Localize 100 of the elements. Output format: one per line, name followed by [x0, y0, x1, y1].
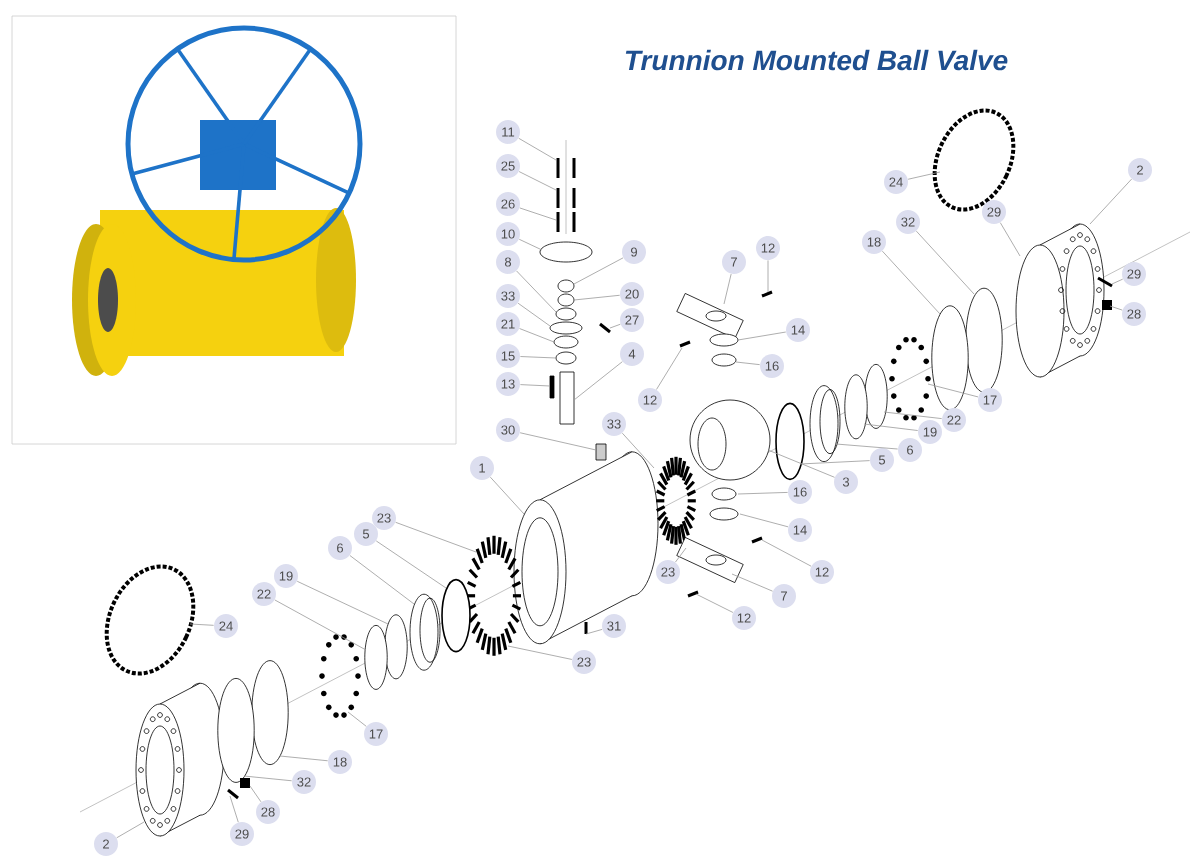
- ring: [709, 333, 739, 347]
- ring: [549, 321, 583, 335]
- bolts: [556, 156, 576, 180]
- leader-line: [609, 323, 621, 329]
- leader-line: [883, 411, 943, 419]
- ring: [809, 385, 841, 462]
- leader-line: [573, 294, 621, 301]
- leader-line: [520, 384, 551, 387]
- flange: [1015, 223, 1105, 378]
- ring: [931, 305, 969, 411]
- leader-line: [656, 347, 683, 390]
- pin: [761, 290, 773, 298]
- pin: [1097, 276, 1113, 288]
- leader-line: [835, 443, 899, 450]
- leader-line: [517, 302, 551, 327]
- leader-line: [189, 623, 214, 626]
- leader-line: [349, 555, 415, 605]
- leader-line: [737, 492, 788, 495]
- ring: [104, 564, 196, 676]
- ring: [409, 593, 441, 671]
- plate: [539, 241, 593, 263]
- ring: [557, 279, 575, 293]
- ball: [689, 399, 771, 481]
- leader-line: [243, 775, 293, 782]
- valve-body: [513, 451, 659, 645]
- ring: [384, 614, 408, 680]
- ring: [553, 335, 579, 349]
- leader-line: [516, 270, 557, 313]
- stem: [559, 371, 575, 425]
- ring: [555, 351, 577, 365]
- ring: [555, 307, 577, 321]
- nut: [1102, 300, 1112, 310]
- bolts: [556, 186, 576, 210]
- leader-line: [585, 629, 603, 635]
- leader-line: [518, 171, 557, 191]
- ring: [889, 336, 931, 421]
- leader-line: [573, 257, 624, 285]
- plate: [676, 293, 744, 339]
- leader-line: [489, 476, 525, 515]
- ring: [251, 660, 289, 765]
- pin: [679, 340, 691, 348]
- ring: [864, 364, 888, 429]
- nut: [240, 778, 250, 788]
- leader-line: [999, 222, 1021, 257]
- ring: [441, 578, 471, 653]
- flange: [135, 682, 225, 837]
- title: Trunnion Mounted Ball Valve: [625, 49, 1008, 71]
- leader-line: [675, 547, 687, 563]
- pin: [599, 322, 611, 334]
- leader-line: [927, 383, 979, 398]
- plug: [595, 443, 607, 461]
- plate: [676, 537, 744, 583]
- ring: [466, 535, 522, 656]
- leader-line: [249, 785, 262, 803]
- leader-line: [296, 580, 389, 625]
- leader-line: [274, 599, 367, 651]
- ring: [319, 634, 361, 718]
- leader-line: [279, 755, 329, 762]
- ring: [711, 487, 737, 501]
- leader-line: [518, 137, 557, 161]
- bolts: [556, 210, 576, 234]
- leader-line: [1109, 305, 1123, 311]
- pin: [751, 536, 763, 544]
- ring: [364, 625, 388, 690]
- leader-line: [573, 361, 623, 401]
- leader-line: [116, 821, 145, 839]
- leader-line: [1089, 178, 1132, 225]
- leader-line: [907, 171, 941, 180]
- stem: [549, 375, 555, 399]
- ring: [217, 678, 255, 783]
- leader-line: [737, 331, 787, 341]
- ring: [711, 353, 737, 367]
- leader-line: [761, 539, 812, 567]
- leader-line: [621, 432, 655, 469]
- ring: [844, 374, 868, 440]
- leader-line: [863, 423, 919, 431]
- leader-line: [395, 521, 477, 553]
- leader-line: [519, 207, 557, 221]
- leader-line: [735, 361, 761, 366]
- leader-line: [767, 449, 835, 478]
- leader-line: [229, 795, 239, 823]
- ring: [656, 456, 697, 545]
- leader-line: [799, 460, 870, 465]
- leader-line: [518, 238, 543, 251]
- ring: [557, 293, 575, 307]
- leader-line: [507, 645, 573, 660]
- leader-line: [739, 513, 789, 528]
- leader-line: [519, 432, 597, 451]
- leader-line: [916, 230, 975, 295]
- leader-line: [520, 356, 557, 359]
- pin: [227, 788, 239, 800]
- pin: [687, 590, 699, 598]
- leader-line: [731, 573, 773, 592]
- leader-line: [695, 593, 734, 613]
- ring: [709, 507, 739, 521]
- leader-line: [767, 260, 769, 293]
- leader-line: [882, 250, 941, 315]
- ring: [775, 402, 805, 481]
- leader-line: [519, 328, 555, 343]
- leader-line: [347, 711, 367, 727]
